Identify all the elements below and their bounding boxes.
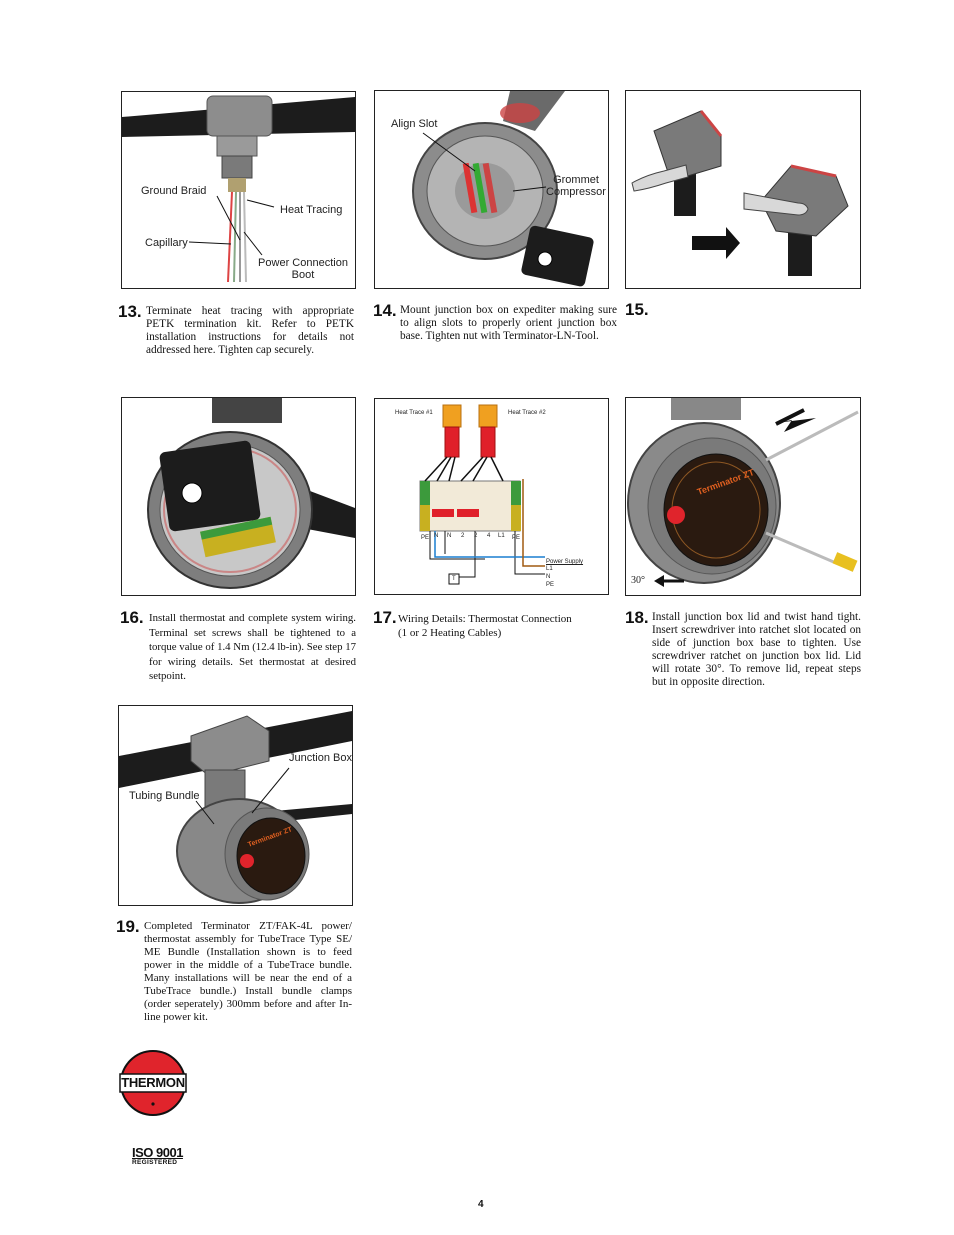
heat-trace-1-label: Heat Trace #1 — [395, 410, 433, 416]
step-19-text: Completed Terminator ZT/FAK-4L power/ th… — [144, 920, 352, 1023]
power-supply-label: Power Supply — [546, 559, 584, 565]
figure-15 — [625, 90, 861, 289]
terminal-l1: L1 — [498, 533, 505, 539]
pe-label: PE — [546, 582, 555, 588]
align-slot-label: Align Slot — [391, 118, 438, 130]
l1-label: L1 — [546, 566, 553, 572]
heat-tracing-label: Heat Tracing — [280, 204, 343, 216]
step-14-number: 14. — [373, 301, 397, 320]
power-boot-line2: Boot — [291, 269, 315, 282]
wrench-tightening-illustration — [631, 110, 849, 276]
wiring-diagram — [419, 404, 545, 585]
step-19-number: 19. — [116, 917, 140, 936]
grommet-line2: Compressor — [546, 186, 606, 199]
thermon-logo: THERMON — [118, 1048, 188, 1118]
tee-fitting-illustration — [122, 95, 355, 283]
grommet-compressor-label: Grommet Compressor — [543, 174, 608, 199]
terminal-n2: N — [447, 533, 452, 539]
step-15-number: 15. — [625, 300, 649, 319]
iso-line2: REGISTERED — [132, 1159, 178, 1166]
thermon-logo-graphic — [119, 1050, 187, 1116]
power-connection-boot-label: Power Connection Boot — [257, 257, 349, 281]
step-14: 14. Mount junction box on expediter maki… — [373, 301, 617, 343]
rotation-angle-label: 30° — [631, 575, 645, 586]
step-16-text: Install thermostat and complete system w… — [149, 612, 356, 683]
step-18-number: 18. — [625, 608, 649, 627]
junction-box-mount-illustration — [412, 91, 594, 287]
step-18: 18. Install junction box lid and twist h… — [625, 608, 861, 689]
figure-16 — [121, 397, 356, 596]
figure-18: Terminator ZT 30° — [625, 397, 861, 596]
terminal-4: 4 — [487, 533, 491, 539]
terminal-2a: 2 — [461, 533, 465, 539]
step-17-text: Wiring Details: Thermostat Connection (1… — [398, 613, 572, 639]
grommet-line1: Grommet — [553, 174, 599, 186]
step-16-number: 16. — [120, 608, 144, 627]
step-16: 16. Install thermostat and complete syst… — [120, 608, 356, 684]
figure-14: Align Slot Grommet Compressor — [374, 90, 609, 289]
junction-box-label: Junction Box — [289, 752, 352, 764]
step-17: 17. Wiring Details: Thermostat Connectio… — [373, 608, 607, 640]
step-13-number: 13. — [118, 302, 142, 321]
figure-19: Junction Box Tubing Bundle Terminator ZT — [118, 705, 353, 906]
figure-13: Ground Braid Heat Tracing Capillary Powe… — [121, 91, 356, 289]
power-boot-line1: Power Connection — [258, 257, 348, 269]
thermostat-install-illustration — [147, 398, 355, 589]
step-19: 19. Completed Terminator ZT/FAK-4L power… — [116, 917, 352, 1024]
terminal-pe-right: PE — [512, 535, 521, 541]
step-17-number: 17. — [373, 608, 397, 627]
tubing-bundle-label: Tubing Bundle — [129, 790, 200, 802]
figure-17: Heat Trace #1 Heat Trace #2 PE N N 2 2 4… — [374, 398, 609, 595]
thermostat-t-label: T — [452, 576, 456, 582]
step-13-text: Terminate heat tracing with appropriate … — [146, 305, 354, 356]
capillary-label: Capillary — [145, 237, 188, 249]
heat-trace-2-label: Heat Trace #2 — [508, 410, 546, 416]
iso-line1: ISO 9001 — [132, 1145, 183, 1160]
completed-assembly-illustration — [119, 711, 352, 904]
thermon-logo-text: THERMON — [121, 1075, 185, 1090]
terminal-pe-left: PE — [421, 535, 430, 541]
terminal-n1: N — [434, 533, 439, 539]
n-label: N — [546, 574, 551, 580]
page-number: 4 — [478, 1199, 484, 1210]
step-14-text: Mount junction box on expediter making s… — [400, 304, 617, 342]
step-13: 13. Terminate heat tracing with appropri… — [118, 302, 354, 357]
lid-install-illustration — [627, 398, 859, 587]
terminal-2b: 2 — [474, 533, 478, 539]
iso-9001-badge: ISO 9001 REGISTERED — [132, 1146, 183, 1166]
step-18-text: Install junction box lid and twist hand … — [652, 611, 861, 688]
ground-braid-label: Ground Braid — [141, 185, 207, 197]
